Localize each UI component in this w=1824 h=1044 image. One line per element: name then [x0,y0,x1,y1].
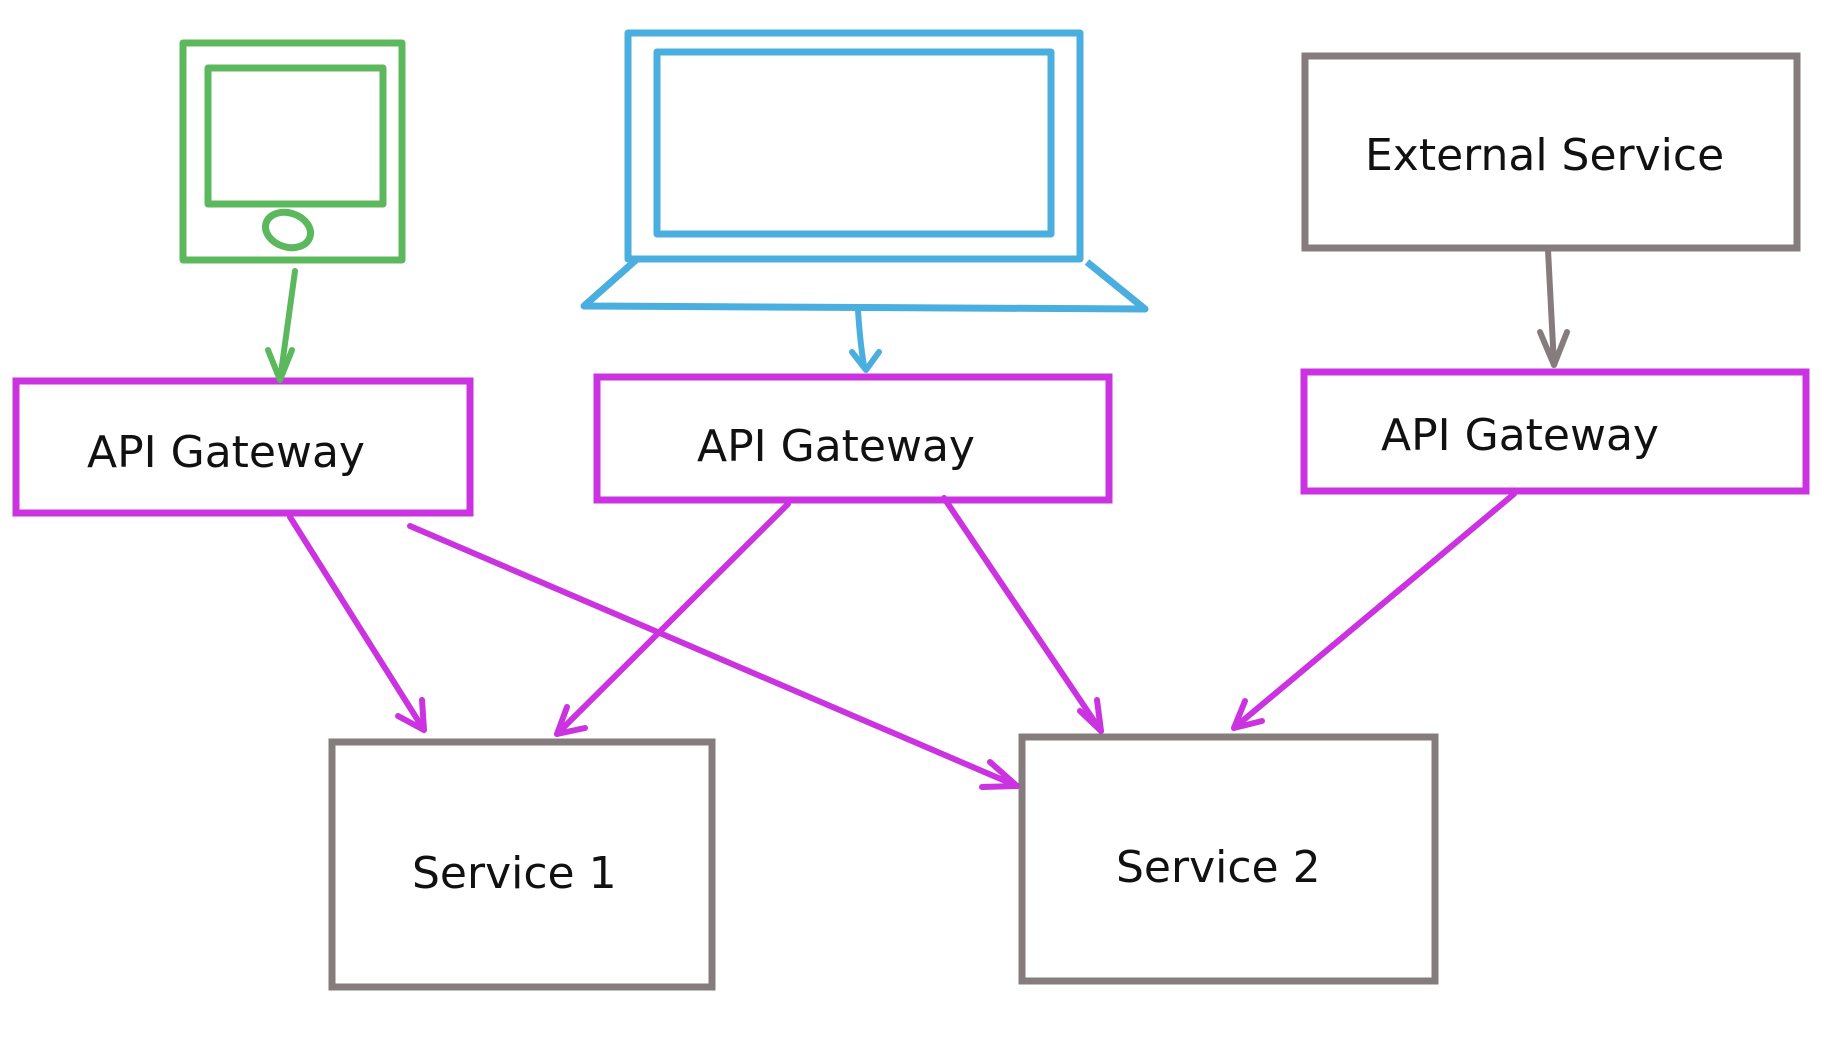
edge-gateway-center-to-service-2 [941,495,1104,734]
edge-laptop-to-gateway-center [849,307,882,373]
laptop-screen [653,48,1055,238]
api-gateway-right: API Gateway [1300,368,1810,495]
api-gateway-left-label: API Gateway [87,427,365,478]
api-gateway-center-label: API Gateway [697,421,975,472]
tablet-icon [179,39,406,264]
edge-gateway-center-to-service-1 [554,501,791,737]
edge-external-to-gateway-right [1537,247,1570,368]
api-gateway-right-label: API Gateway [1381,410,1659,461]
service-2-box: Service 2 [1018,733,1439,985]
api-gateway-center: API Gateway [593,373,1113,504]
laptop-icon [580,29,1149,313]
edge-gateway-right-to-service-2 [1231,491,1517,731]
laptop-base [580,257,1149,313]
tablet-body [179,39,406,264]
api-gateway-left: API Gateway [12,377,474,517]
external-service-box: External Service [1301,52,1801,252]
external-service-label: External Service [1365,130,1724,181]
tablet-screen [204,64,387,208]
service-2-label: Service 2 [1116,842,1321,893]
service-1-box: Service 1 [328,738,716,991]
service-1-label: Service 1 [412,848,617,899]
tablet-home-button [262,208,314,252]
laptop-lid [624,29,1084,263]
edge-tablet-to-gateway-left [265,268,298,383]
edge-gateway-left-to-service-1 [287,514,427,733]
edge-gateway-left-to-service-2 [407,523,1020,790]
